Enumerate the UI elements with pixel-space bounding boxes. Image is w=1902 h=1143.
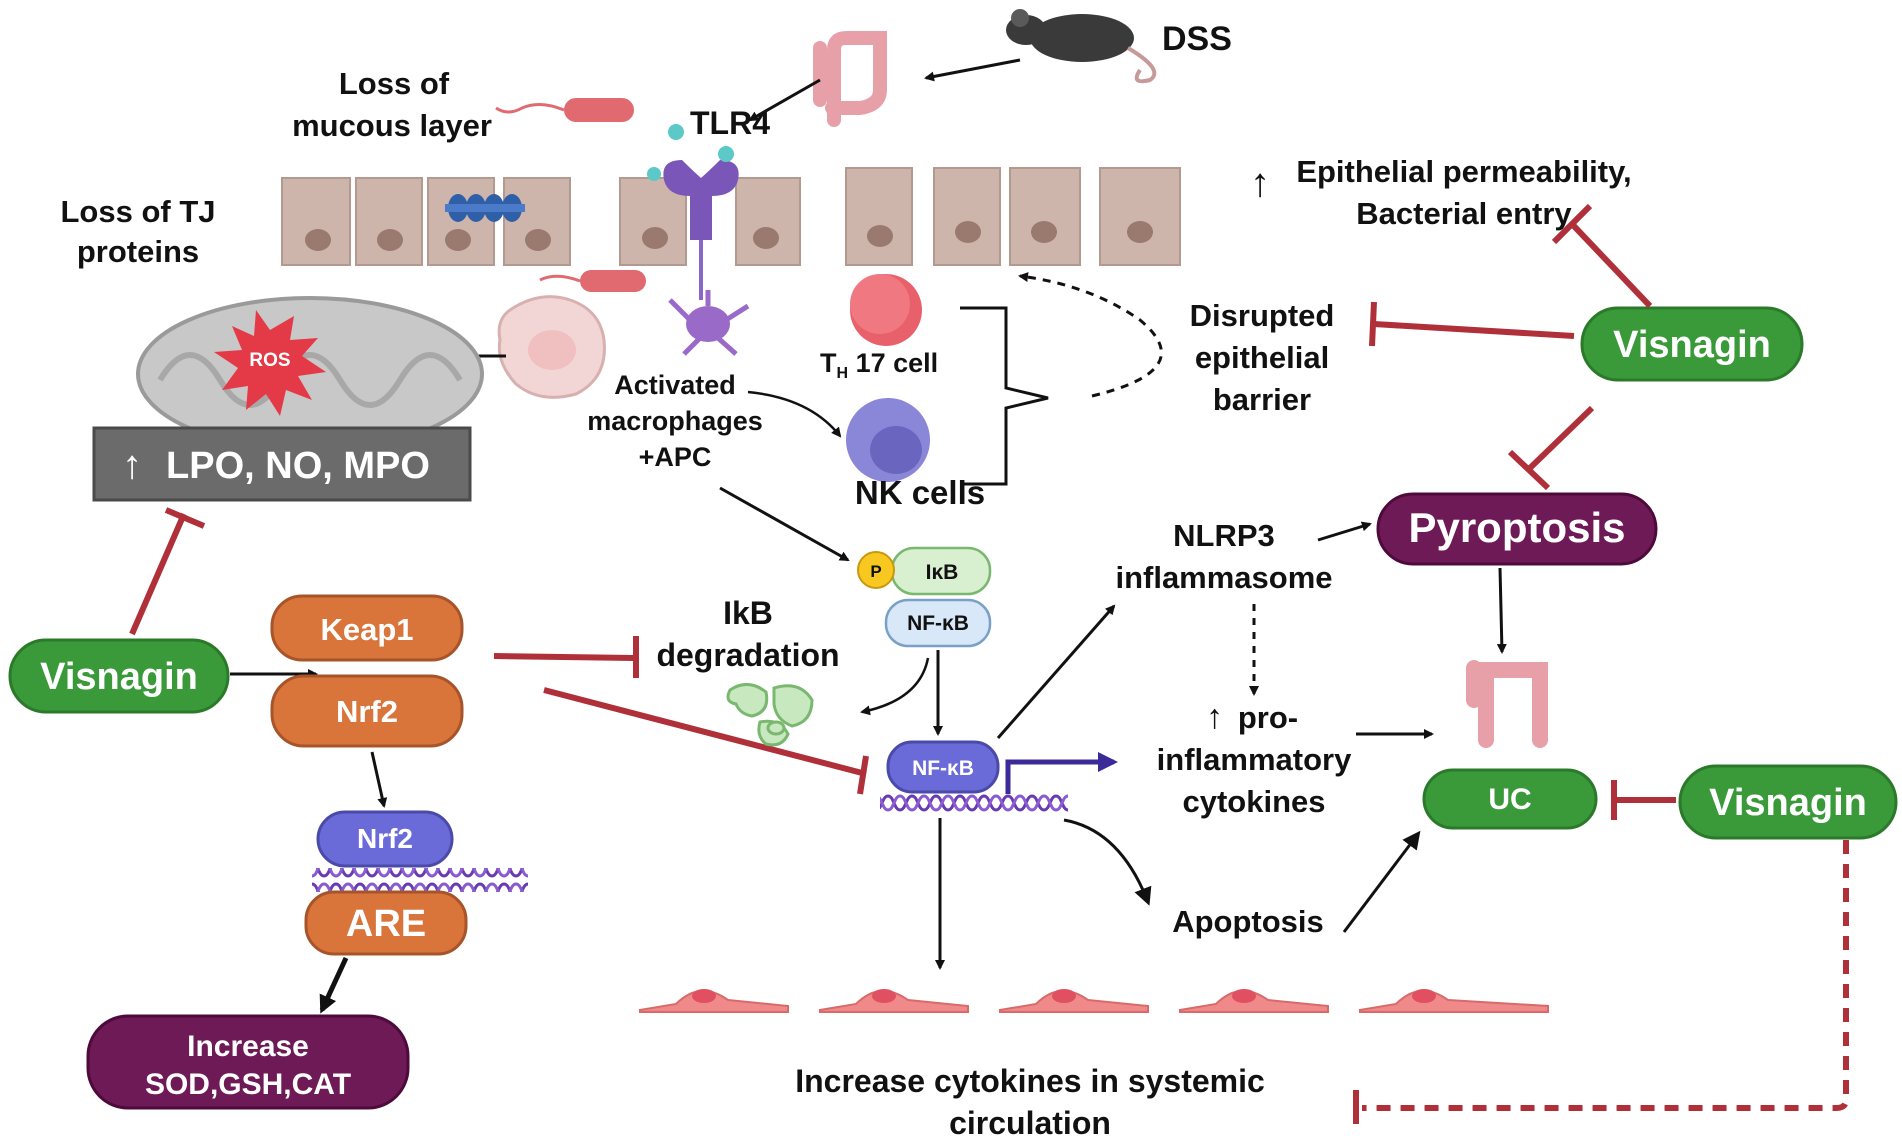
up-arrow-icon-2: ↑	[1250, 161, 1270, 205]
mitochondria-icon: ROS	[136, 296, 484, 452]
arrow-colon-to-tlr4	[748, 78, 821, 122]
inhibit-ikb-degradation	[493, 636, 869, 795]
ikb-degradation-label-2: degradation	[656, 637, 839, 673]
nlrp3-label-2: inflammasome	[1115, 560, 1332, 595]
inhibit-uc	[1611, 780, 1676, 820]
nrf2-small-pill: Nrf2	[316, 810, 454, 868]
disrupted-label-2: epithelial	[1195, 340, 1329, 375]
mouse-icon	[1006, 9, 1157, 84]
pyroptosis-label: Pyroptosis	[1408, 504, 1625, 551]
transcription-arrow	[1005, 752, 1118, 794]
lpo-no-mpo-box: ↑ LPO, NO, MPO	[92, 426, 472, 502]
bacterium-icon-lower	[539, 270, 646, 292]
dashed-inhibit-systemic	[1362, 840, 1849, 1111]
pro-label-1: pro-	[1238, 700, 1298, 735]
th17-cell-icon	[850, 274, 922, 346]
tight-junction-icon	[445, 194, 525, 222]
nlrp3-label-1: NLRP3	[1173, 518, 1275, 553]
visnagin-pill-top: Visnagin	[1580, 306, 1804, 382]
visnagin-pill-left: Visnagin	[8, 638, 230, 714]
increase-antioxidants-pill: Increase SOD,GSH,CAT	[86, 1014, 410, 1110]
arrow-are-to-increase	[319, 956, 349, 1014]
pyroptosis-pill: Pyroptosis	[1376, 492, 1658, 566]
loss-tj-label-1: Loss of TJ	[60, 194, 215, 229]
disrupted-label-3: barrier	[1213, 382, 1311, 417]
systemic-label-2: circulation	[949, 1105, 1111, 1141]
uc-pill: UC	[1422, 768, 1598, 830]
tlr4-label: TLR4	[690, 105, 770, 141]
up-arrow-icon: ↑	[122, 443, 142, 487]
nk-cells-label: NK cells	[855, 474, 985, 511]
inhibit-lines-top	[1369, 203, 1653, 491]
cells-bracket	[960, 306, 1049, 486]
dna-strand-left	[312, 868, 528, 892]
bacterium-icon	[495, 98, 634, 122]
tlr4-receptor-icon	[647, 124, 739, 300]
activated-label-1: Activated	[614, 370, 736, 400]
pro-label-2: inflammatory	[1157, 742, 1352, 777]
degraded-ikb-icon	[726, 683, 814, 747]
arrow-apoptosis-to-uc	[1342, 830, 1421, 933]
are-label: ARE	[346, 903, 426, 945]
arrow-nfkb-to-nlrp3	[996, 604, 1116, 739]
arrow-activated-to-nk	[747, 390, 842, 438]
disrupted-label-1: Disrupted	[1190, 298, 1335, 333]
pro-label-3: cytokines	[1182, 784, 1325, 819]
th17-label: TH 17 cell	[820, 348, 938, 382]
nrf2-label: Nrf2	[336, 694, 398, 729]
epithelial-permeability-label-2: Bacterial entry	[1356, 196, 1572, 231]
macrophage-icon	[497, 295, 606, 399]
colon-icon	[813, 31, 887, 127]
up-arrow-icon-3: ↑	[1206, 698, 1223, 736]
nrf2-pill: Nrf2	[270, 674, 464, 748]
endothelial-nuclei	[692, 989, 1436, 1003]
arrow-nfkb-to-apoptosis	[1063, 818, 1152, 906]
ikb-nfkb-complex: IκB P NF-κB	[857, 546, 992, 648]
ros-label: ROS	[249, 350, 290, 371]
loss-tj-label-2: proteins	[77, 234, 199, 269]
phospho-label: P	[870, 562, 881, 581]
ikb-label: IκB	[926, 561, 959, 584]
increase-label-2: SOD,GSH,CAT	[145, 1068, 351, 1101]
endothelial-cells	[639, 990, 1549, 1013]
nrf2-small-label: Nrf2	[357, 823, 413, 854]
arrow-mouse-to-colon	[924, 58, 1021, 82]
keap1-label: Keap1	[320, 612, 413, 647]
ikb-degradation-label-1: IkB	[723, 595, 773, 631]
apoptosis-label: Apoptosis	[1172, 904, 1324, 939]
inhibit-lpo	[129, 507, 206, 636]
keap1-pill: Keap1	[270, 594, 464, 662]
nfkb-pill: NF-κB	[886, 740, 1000, 794]
colon-icon-uc	[1466, 660, 1548, 748]
activated-label-2: macrophages	[587, 406, 763, 436]
arrow-nrf2-down	[370, 751, 388, 808]
epithelium-layer	[281, 167, 1181, 266]
visnagin-label-left: Visnagin	[40, 656, 198, 698]
arrow-activated-to-ikb	[719, 486, 850, 562]
dashed-arrow-to-epithelium	[1018, 272, 1163, 398]
systemic-label-1: Increase cytokines in systemic	[795, 1063, 1265, 1099]
loss-mucous-label-1: Loss of	[339, 66, 450, 101]
activated-label-3: +APC	[639, 442, 712, 472]
nfkb-label-complex: NF-κB	[907, 612, 969, 635]
visnagin-label: Visnagin	[1613, 324, 1771, 366]
visnagin-pill-right: Visnagin	[1678, 764, 1898, 840]
uc-label: UC	[1488, 783, 1531, 816]
arrow-pyroptosis-to-colon	[1496, 567, 1507, 654]
loss-mucous-label-2: mucous layer	[292, 108, 492, 143]
are-pill: ARE	[304, 890, 468, 956]
dendritic-cell-icon	[668, 290, 750, 356]
dna-strand-center	[880, 792, 1068, 814]
dss-label: DSS	[1162, 20, 1232, 58]
nk-cell-icon	[846, 398, 930, 482]
visnagin-label-right: Visnagin	[1709, 782, 1867, 824]
increase-label-1: Increase	[187, 1030, 309, 1063]
epithelial-permeability-label-1: Epithelial permeability,	[1296, 154, 1631, 189]
arrow-complex-to-degraded	[860, 657, 930, 716]
nfkb-label: NF-κB	[912, 757, 974, 780]
arrow-nlrp3-to-pyroptosis	[1317, 521, 1372, 542]
lpo-no-mpo-label: LPO, NO, MPO	[166, 445, 430, 487]
